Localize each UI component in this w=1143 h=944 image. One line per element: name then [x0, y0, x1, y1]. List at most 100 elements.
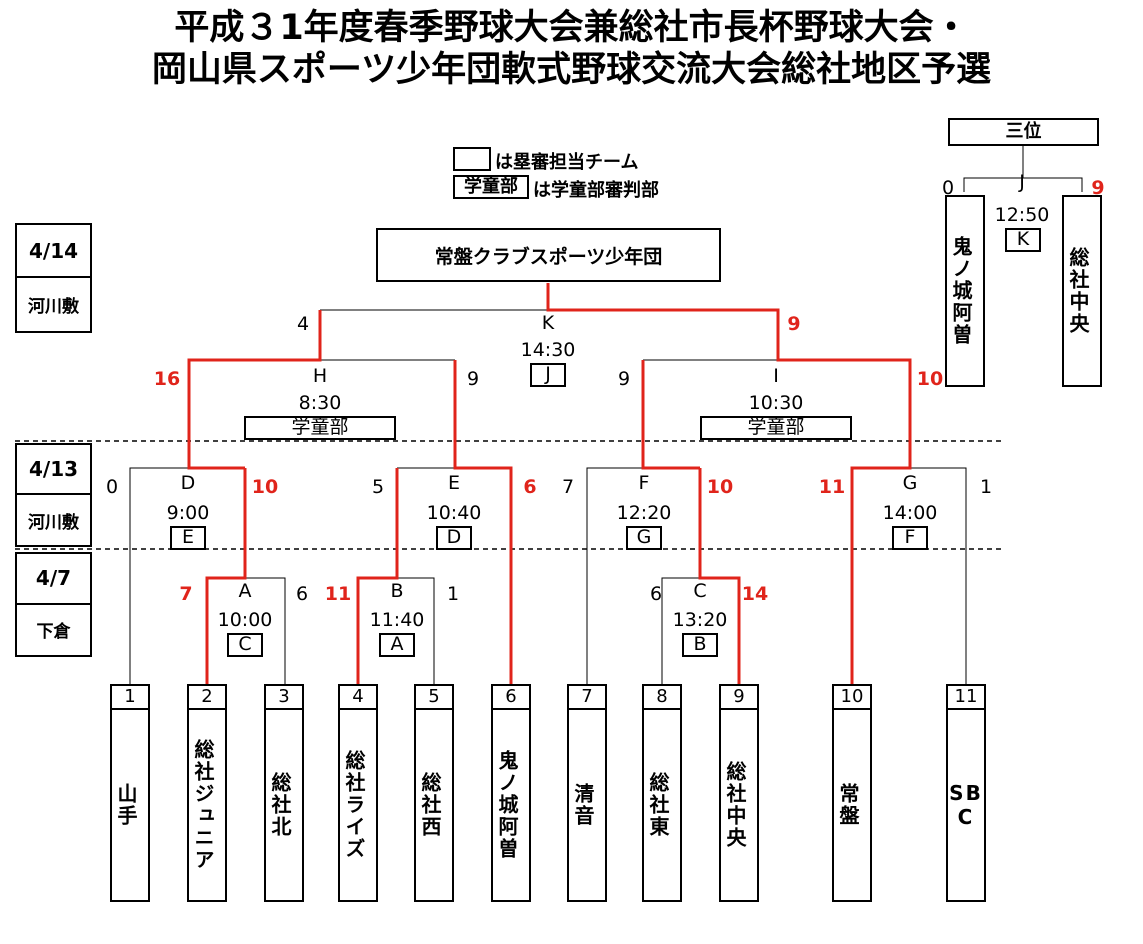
date-box-4-13: 4/13 河川敷: [15, 443, 92, 547]
third-place-left-score: 0: [941, 177, 955, 199]
team-number: 2: [189, 686, 225, 710]
game-g-umpire: F: [892, 526, 928, 550]
team-number: 8: [644, 686, 680, 710]
legend-umpire-swatch: [453, 147, 491, 171]
game-c-umpire: B: [682, 633, 718, 657]
team-box: 6 鬼ノ城阿曽: [491, 684, 531, 902]
game-e-umpire: D: [436, 526, 472, 550]
game-c-left-score: 6: [649, 583, 663, 605]
game-i-label: I: [773, 365, 779, 387]
team-name: 総社北: [268, 772, 292, 838]
game-d-label: D: [180, 472, 196, 494]
team-name: 総社ジュニア: [191, 739, 215, 871]
game-c-right-score: 14: [741, 583, 769, 605]
legend-gakudobu-box: 学童部: [453, 175, 529, 199]
legend-gakudobu-text: は学童部審判部: [533, 180, 659, 201]
team-box: 5 総社西: [414, 684, 454, 902]
third-place-left-team: 鬼ノ城阿曽: [945, 195, 985, 387]
game-f-umpire: G: [626, 526, 662, 550]
team-name: 総社西: [418, 772, 442, 838]
team-number: 4: [340, 686, 376, 710]
game-i-right-score: 10: [916, 368, 944, 390]
game-i-time: 10:30: [748, 392, 804, 414]
third-place-umpire: K: [1005, 228, 1041, 252]
team-number: 7: [569, 686, 605, 710]
team-box: 2 総社ジュニア: [187, 684, 227, 902]
game-d-left-score: 0: [105, 476, 119, 498]
game-f-time: 12:20: [616, 502, 672, 524]
game-c-label: C: [693, 580, 707, 602]
team-box: 1 山手: [110, 684, 150, 902]
team-name: 鬼ノ城阿曽: [495, 750, 519, 860]
team-box: 4 総社ライズ: [338, 684, 378, 902]
game-a-umpire: C: [227, 633, 263, 657]
game-a-label: A: [238, 580, 252, 602]
team-number: 10: [834, 686, 870, 710]
team-box: 9 総社中央: [719, 684, 759, 902]
venue-label: 河川敷: [28, 297, 79, 317]
team-number: 9: [721, 686, 757, 710]
game-e-label: E: [447, 472, 461, 494]
date-label: 4/7: [17, 554, 90, 605]
team-number: 6: [493, 686, 529, 710]
game-g-right-score: 1: [979, 476, 993, 498]
third-place-right-team: 総社中央: [1062, 195, 1102, 387]
team-name: 山手: [114, 783, 138, 827]
team-number: 5: [416, 686, 452, 710]
game-g-time: 14:00: [882, 502, 938, 524]
team-name: 清音: [571, 783, 595, 827]
game-k-time: 14:30: [520, 339, 576, 361]
game-f-label: F: [638, 472, 650, 494]
game-i-left-score: 9: [617, 368, 631, 390]
third-place-right-score: 9: [1091, 177, 1105, 199]
game-e-right-score: 6: [523, 476, 537, 498]
game-d-time: 9:00: [166, 502, 210, 524]
team-name: 総社中央: [723, 761, 747, 849]
game-h-umpire: 学童部: [244, 416, 396, 440]
venue-label: 下倉: [36, 622, 71, 643]
game-h-time: 8:30: [298, 392, 342, 414]
game-a-time: 10:00: [217, 609, 273, 631]
game-a-left-score: 7: [179, 583, 193, 605]
game-e-time: 10:40: [426, 502, 482, 524]
date-box-4-7: 4/7 下倉: [15, 552, 92, 657]
game-i-umpire: 学童部: [700, 416, 852, 440]
date-box-4-14: 4/14 河川敷: [15, 223, 92, 333]
game-b-left-score: 11: [324, 583, 352, 605]
game-b-umpire: A: [379, 633, 415, 657]
date-label: 4/14: [17, 225, 90, 278]
game-e-left-score: 5: [371, 476, 385, 498]
team-name: 常盤: [836, 783, 860, 827]
third-place-label: 三位: [948, 118, 1099, 146]
game-h-label: H: [312, 365, 328, 387]
third-place-game-label: J: [1019, 171, 1025, 193]
game-a-right-score: 6: [295, 583, 309, 605]
legend-umpire-text: は塁審担当チーム: [495, 152, 639, 173]
game-g-label: G: [902, 472, 918, 494]
game-f-left-score: 7: [561, 476, 575, 498]
game-k-left-score: 4: [296, 313, 310, 335]
team-box: 10 常盤: [832, 684, 872, 902]
team-number: 11: [948, 686, 984, 710]
team-box: 7 清音: [567, 684, 607, 902]
game-f-right-score: 10: [706, 476, 734, 498]
game-d-umpire: E: [170, 526, 206, 550]
game-k-right-score: 9: [787, 313, 801, 335]
game-h-right-score: 9: [466, 368, 480, 390]
champion-box: 常盤クラブスポーツ少年団: [376, 228, 721, 282]
game-c-time: 13:20: [672, 609, 728, 631]
date-label: 4/13: [17, 445, 90, 495]
team-number: 3: [266, 686, 302, 710]
team-box: 3 総社北: [264, 684, 304, 902]
game-g-left-score: 11: [818, 476, 846, 498]
team-name: 総社ライズ: [342, 750, 366, 860]
team-number: 1: [112, 686, 148, 710]
game-k-umpire: J: [530, 363, 566, 387]
game-b-right-score: 1: [446, 583, 460, 605]
game-d-right-score: 10: [251, 476, 279, 498]
tournament-title-line1: 平成３1年度春季野球大会兼総社市長杯野球大会・: [174, 8, 969, 48]
game-h-left-score: 16: [153, 368, 181, 390]
